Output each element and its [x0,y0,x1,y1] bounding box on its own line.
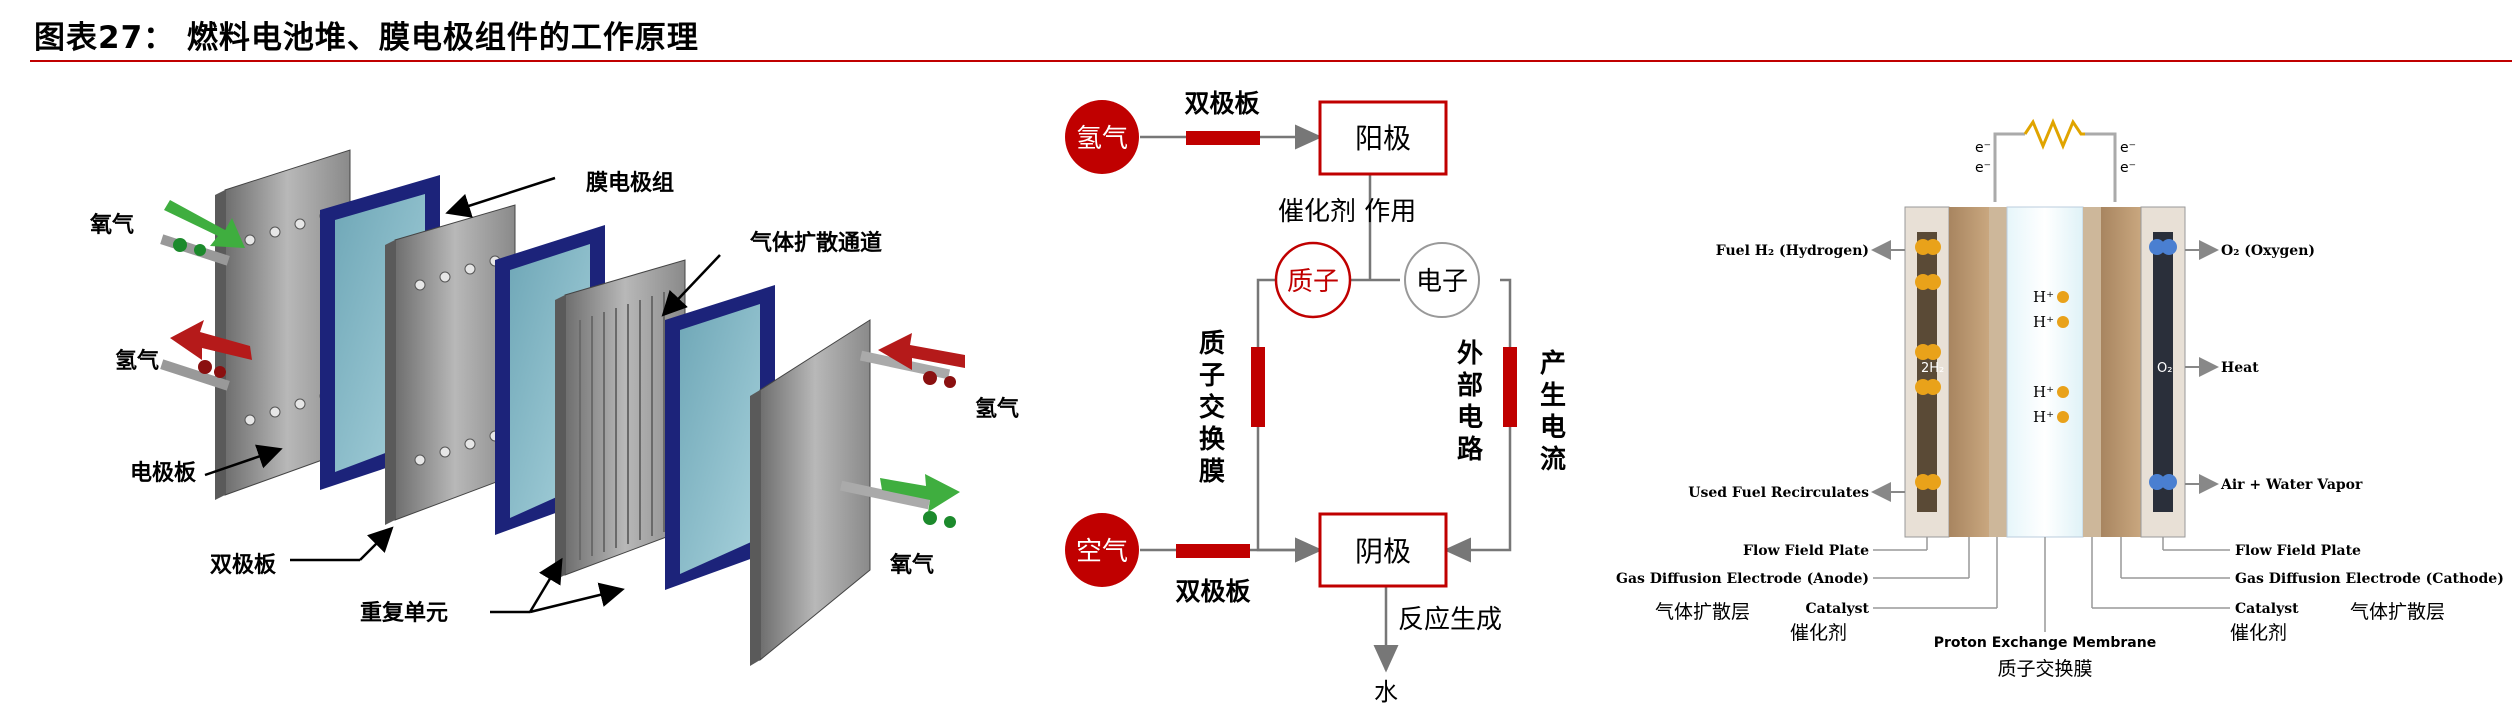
svg-text:H⁺: H⁺ [2033,313,2054,331]
stack-svg: 膜电极组 气体扩散通道 氧气 氢气 氢气 氧气 电极板 双极板 重复单元 [89,149,1019,666]
label-gas-layer-cn-left: 气体扩散层 [1655,601,1750,623]
bipolar-plate-2 [555,259,686,580]
label-repeat-unit: 重复单元 [360,600,448,626]
electron-label-right-1: e⁻ [2120,140,2136,156]
end-plate-right [750,319,965,666]
air-node-label: 空气 [1076,537,1128,567]
pipes-left [160,200,252,391]
end-plate-left [215,149,351,500]
membrane-electrode-3 [665,285,775,590]
label-oxygen: O₂ (Oxygen) [2221,243,2315,259]
reaction-label: 反应生成 [1398,605,1502,635]
catalysis-label: 催化剂 作用 [1278,197,1416,227]
cell-svg: e⁻ e⁻ e⁻ e⁻ 2H₂ O₂ H⁺ [1616,118,2504,680]
label-bipolar-plate: 双极板 [210,552,277,578]
label-oxygen-out: 氧气 [889,552,934,578]
label-catalyst-cn-left: 催化剂 [1790,622,1847,644]
figure-header: 图表27： 燃料电池堆、膜电极组件的工作原理 [0,0,2512,64]
label-gas-channel: 气体扩散通道 [749,230,882,256]
svg-text:H⁺: H⁺ [2033,408,2054,426]
label-electrode-plate: 电极板 [130,460,197,486]
label-membrane-cn: 质子交换膜 [1997,658,2092,680]
h2-inner-label: 2H₂ [1921,361,1944,376]
pem-bar [1251,347,1265,427]
left-leader-lines [1873,537,1998,609]
external-circuit-vertical-label: 外部电路 [1457,339,1484,465]
cathode-channel [2153,232,2173,512]
hydrogen-node [1065,100,1139,174]
proton-node-label: 质子 [1287,267,1339,297]
label-oxygen-in: 氧气 [89,212,134,238]
oxygen-molecules [2149,239,2177,490]
anode-box [1318,100,1448,176]
label-membrane-electrode: 膜电极组 [586,170,674,196]
resistor-icon [2023,118,2085,150]
label-catalyst-right: Catalyst [2235,601,2299,617]
external-circuit: e⁻ e⁻ e⁻ e⁻ [1975,118,2136,202]
figure-title: 图表27： 燃料电池堆、膜电极组件的工作原理 [34,20,699,56]
water-label: 水 [1374,678,1398,706]
right-leader-lines [2091,537,2230,609]
reaction-flow-diagram: 氢气 空气 双极板 双极板 阳极 阴极 催化剂 作用 质子 电子 质子交换膜 外… [1050,72,1600,708]
label-fuel-hydrogen: Fuel H₂ (Hydrogen) [1716,243,1869,259]
anode-catalyst [1989,207,2007,537]
label-heat: Heat [2221,360,2259,376]
label-catalyst-left: Catalyst [1805,601,1869,617]
proton-ions: H⁺ H⁺ H⁺ H⁺ [2033,288,2054,426]
hydrogen-out-arrow-icon [878,333,965,370]
label-flow-plate-left: Flow Field Plate [1743,543,1869,559]
label-gas-layer-cn-right: 气体扩散层 [2350,601,2445,623]
title-divider [30,60,2512,62]
electron-label-left-2: e⁻ [1975,160,1991,176]
pem-layer [2006,206,2084,538]
pem-vertical-label: 质子交换膜 [1199,329,1226,487]
oxygen-out-arrow-icon [880,474,960,512]
cathode-gde [2101,207,2141,537]
bipolar-plate-label-top: 双极板 [1184,89,1259,118]
anode-label: 阳极 [1355,122,1411,155]
label-flow-plate-right: Flow Field Plate [2235,543,2361,559]
electron-label-right-2: e⁻ [2120,160,2136,176]
current-vertical-label: 产生电流 [1540,349,1566,475]
label-air-vapor: Air + Water Vapor [2220,477,2363,493]
oxygen-in-arrow-icon [164,200,245,248]
cathode-label: 阴极 [1355,535,1411,568]
proton-node [1274,241,1352,319]
fuel-cell-stack-diagram: 膜电极组 气体扩散通道 氧气 氢气 氢气 氧气 电极板 双极板 重复单元 [20,120,1050,680]
hydrogen-node-label: 氢气 [1076,124,1128,154]
label-hydrogen-in: 氢气 [115,348,159,374]
electron-node [1404,242,1480,318]
label-membrane: Proton Exchange Membrane [1934,635,2156,651]
pem-cell-diagram: e⁻ e⁻ e⁻ e⁻ 2H₂ O₂ H⁺ [1605,72,2512,708]
label-used-fuel: Used Fuel Recirculates [1688,485,1869,501]
label-gde-cathode: Gas Diffusion Electrode (Cathode) [2235,571,2504,587]
bipolar-plate-label-bottom: 双极板 [1175,577,1250,606]
flow-svg: 氢气 空气 双极板 双极板 阳极 阴极 催化剂 作用 质子 电子 质子交换膜 外… [1065,89,1566,706]
svg-text:H⁺: H⁺ [2033,383,2054,401]
anode-channel [1917,232,1937,512]
hydrogen-in-arrow-icon [170,320,252,360]
cathode-box [1318,512,1448,588]
svg-text:H⁺: H⁺ [2033,288,2054,306]
electron-label-left-1: e⁻ [1975,140,1991,156]
label-hydrogen-out: 氢气 [975,396,1019,422]
cathode-catalyst [2083,207,2101,537]
bipolar-plate-bar-bottom [1176,544,1250,558]
circuit-bar [1503,347,1517,427]
label-gde-anode: Gas Diffusion Electrode (Anode) [1616,571,1869,587]
air-node [1065,513,1139,587]
anode-gde [1949,207,1989,537]
bipolar-plate-bar-top [1186,131,1260,145]
o2-inner-label: O₂ [2157,361,2172,376]
electron-node-label: 电子 [1416,267,1468,297]
hydrogen-molecules [1915,239,1941,490]
flow-arrows [1871,240,2219,502]
label-catalyst-cn-right: 催化剂 [2230,622,2287,644]
